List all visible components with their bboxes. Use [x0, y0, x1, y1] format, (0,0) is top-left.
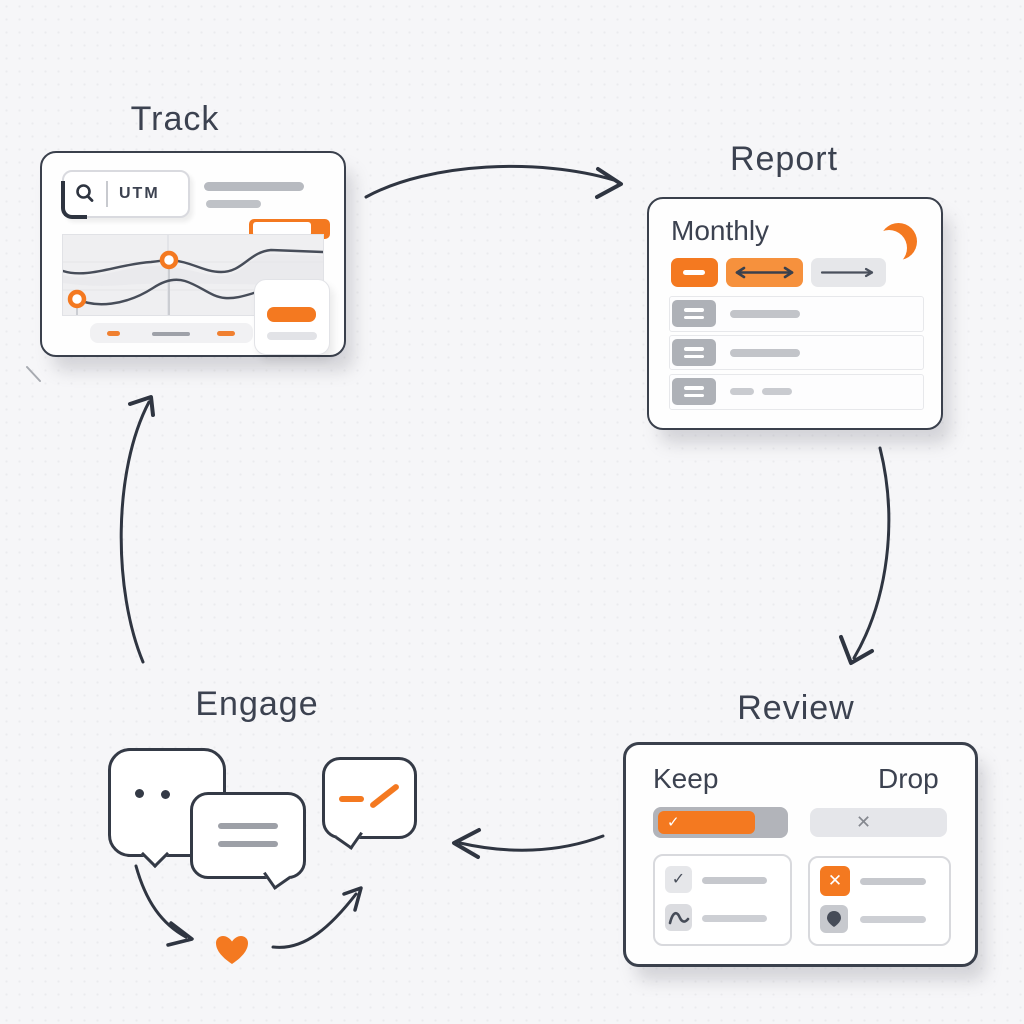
report-row[interactable]	[669, 335, 924, 370]
item-text-bar	[702, 915, 767, 922]
report-heading: Monthly	[671, 215, 770, 246]
arrow-engage-to-track	[119, 400, 151, 664]
review-title: Review	[737, 689, 855, 727]
bubble-tail	[140, 839, 170, 869]
data-point-marker	[159, 250, 179, 270]
drop-list-item[interactable]: ✕	[820, 866, 941, 896]
report-panel: Monthly	[647, 197, 943, 430]
arrowhead	[342, 886, 363, 912]
range-arrow-button[interactable]	[726, 258, 803, 287]
arrow-heart-to-bubble	[271, 892, 358, 949]
legend-dash-orange	[107, 331, 120, 336]
report-row[interactable]	[669, 296, 924, 332]
mini-action-card	[254, 279, 330, 355]
arrow-bubbles-to-heart	[134, 864, 188, 939]
track-panel: UTM	[40, 151, 346, 357]
row-text-bar	[730, 310, 800, 318]
arrow-review-to-engage	[458, 834, 605, 852]
legend-dash-orange	[217, 331, 235, 336]
review-panel: Keep Drop ✓ ✕ ✓ ✕	[623, 742, 978, 967]
bubble-tail	[335, 822, 363, 850]
corner-accent	[61, 181, 87, 219]
pin-icon	[820, 905, 848, 933]
speech-bubble-text	[190, 792, 306, 890]
list-item-icon	[672, 300, 716, 327]
orange-dash	[339, 796, 364, 802]
text-line	[218, 823, 278, 829]
dash-glyph	[683, 270, 705, 275]
arrowhead	[595, 167, 623, 199]
report-title: Report	[729, 140, 839, 178]
list-item-icon	[672, 339, 716, 366]
arrow-right-icon	[820, 267, 874, 278]
keep-column-label: Keep	[653, 763, 719, 794]
row-text-bar	[730, 349, 800, 357]
keep-toggle[interactable]: ✓	[653, 807, 788, 838]
skeleton-bar-long	[204, 182, 304, 191]
keep-list-item[interactable]: ✓	[665, 866, 780, 896]
legend-dash-gray	[152, 331, 190, 336]
list-item-icon	[672, 378, 716, 405]
cross-icon: ✕	[820, 866, 850, 896]
text-line	[218, 841, 278, 847]
arrowhead	[839, 635, 874, 665]
item-text-bar	[702, 877, 767, 884]
trend-line-lower	[75, 278, 263, 306]
report-row[interactable]	[669, 374, 924, 410]
check-icon: ✓	[665, 866, 692, 893]
arrow-track-to-report	[364, 164, 616, 199]
arrow-report-to-review	[852, 446, 891, 660]
track-title: Track	[130, 100, 220, 138]
forward-arrow-button[interactable]	[811, 258, 886, 287]
arrowhead	[166, 921, 194, 947]
solid-dash-button[interactable]	[671, 258, 718, 287]
search-divider	[106, 181, 108, 207]
drop-list-item[interactable]	[820, 905, 941, 935]
row-text-bar	[762, 388, 792, 395]
arrowhead	[128, 395, 155, 417]
keep-progress-check: ✓	[658, 811, 755, 834]
orange-action-button[interactable]	[267, 307, 316, 322]
heart-icon	[212, 932, 252, 968]
input-fill	[253, 222, 311, 236]
engage-title: Engage	[195, 685, 319, 723]
decorative-tick	[26, 366, 41, 382]
item-text-bar	[860, 916, 926, 923]
row-text-bar	[730, 388, 754, 395]
utm-search-field[interactable]: UTM	[61, 170, 190, 219]
data-point-marker	[67, 289, 87, 309]
mini-skeleton-bar	[267, 332, 317, 340]
drop-toggle[interactable]: ✕	[810, 808, 947, 837]
skeleton-bar-short	[206, 200, 261, 208]
keep-list-item[interactable]	[665, 904, 780, 934]
drop-column-label: Drop	[878, 763, 939, 794]
arrowhead	[452, 828, 481, 859]
dot	[161, 790, 170, 799]
double-arrow-icon	[735, 266, 794, 279]
footer-legend-bar	[90, 323, 253, 343]
keep-list-card: ✓	[653, 854, 792, 946]
orange-slash	[368, 782, 401, 810]
item-text-bar	[860, 878, 926, 885]
speech-bubble-edit	[322, 757, 417, 850]
crescent-moon-icon	[871, 223, 919, 266]
drop-list-card: ✕	[808, 856, 951, 946]
bubble-tail	[263, 862, 291, 890]
wave-icon	[665, 904, 692, 931]
dot	[135, 789, 144, 798]
search-value: UTM	[119, 185, 160, 202]
